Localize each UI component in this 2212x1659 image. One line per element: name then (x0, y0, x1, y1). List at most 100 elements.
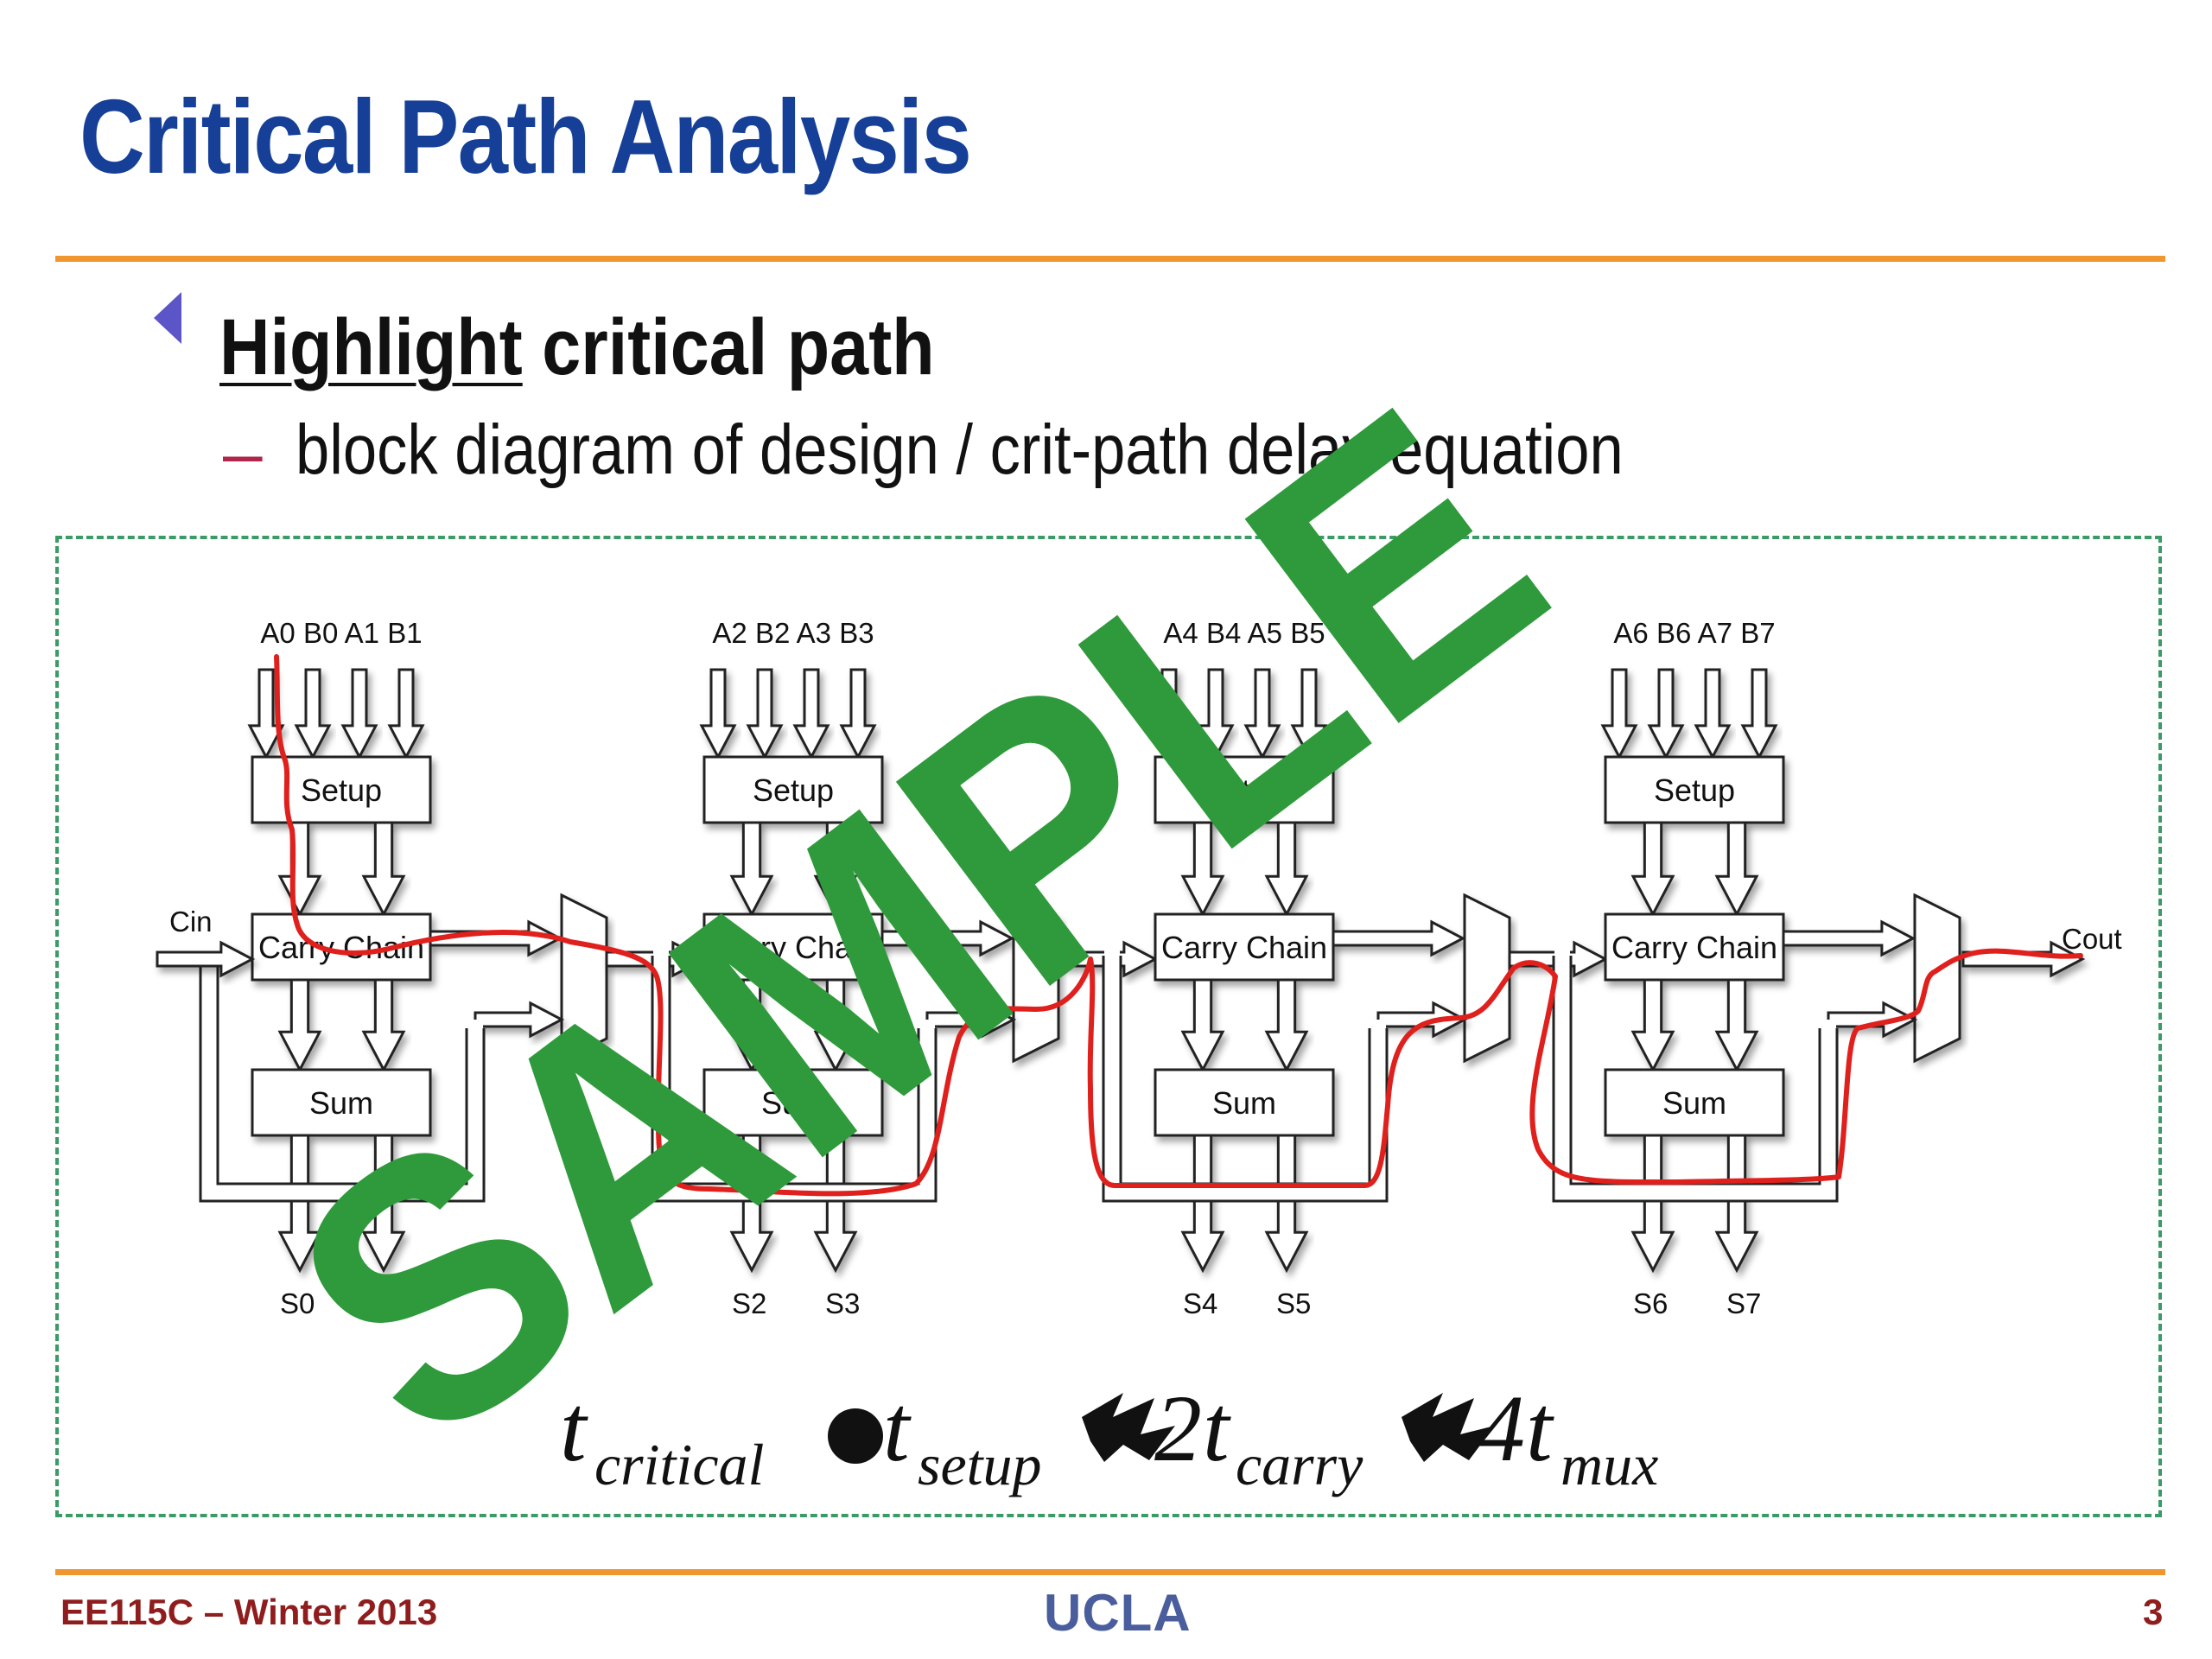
carry-sum-arrow (1264, 978, 1309, 1073)
cin-arrow (156, 940, 256, 978)
setup-box (1604, 755, 1785, 824)
eq-t-carry: t (1203, 1376, 1231, 1481)
sum-output-label: S4 (1183, 1287, 1217, 1319)
setup-carry-arrow (1630, 821, 1675, 918)
plus-glyph-icon (1082, 1393, 1175, 1462)
setup-box-label: Setup (1654, 772, 1735, 808)
sum-output-label: S7 (1726, 1287, 1761, 1319)
setup-box-label: Setup (1204, 772, 1285, 808)
carry-out-arrow (1332, 919, 1466, 957)
input-arrow (792, 668, 830, 760)
sum-output-arrow (813, 1134, 858, 1274)
input-arrow (340, 668, 378, 760)
sub-bullet-marker: – (223, 414, 263, 493)
eq-t-critical: t (560, 1376, 588, 1481)
plus-glyph-icon (1402, 1393, 1495, 1462)
carry-select-mux (1012, 893, 1060, 1064)
cin-label: Cin (169, 906, 213, 938)
input-arrow (387, 668, 425, 760)
carry-out-arrow (1782, 919, 1916, 957)
slide-title: Critical Path Analysis (79, 78, 972, 195)
sum-output-label: S5 (1276, 1287, 1311, 1319)
eq-coef-mux: 4 (1478, 1376, 1525, 1481)
setup-box-label: Setup (301, 772, 382, 808)
critical-path-line (274, 654, 2083, 1197)
carry-select-mux (560, 893, 608, 1064)
setup-box (251, 755, 432, 824)
bypass-wire-fill (1554, 947, 1836, 1200)
sum-output-label: S1 (373, 1287, 408, 1319)
page-number: 3 (2143, 1592, 2164, 1632)
sum-box-label: Sum (309, 1085, 373, 1121)
bullet-triangle-icon (154, 292, 181, 344)
equals-glyph-icon (828, 1408, 883, 1464)
sum-box (1604, 1068, 1785, 1137)
sum-output-arrow (361, 1134, 406, 1274)
sum-output-label: S6 (1633, 1287, 1668, 1319)
sum-output-arrow (729, 1134, 774, 1274)
carry-sum-arrow (1180, 978, 1225, 1073)
sum-box (702, 1068, 884, 1137)
mux-bypass-arrow (474, 1001, 565, 1039)
mux-bypass-arrow (1827, 1001, 1918, 1039)
input-arrow (1243, 668, 1281, 760)
figure-frame (55, 536, 2162, 1517)
carry-out-arrow (429, 919, 563, 957)
input-arrow (839, 668, 877, 760)
setup-carry-arrow (729, 821, 774, 918)
carry-select-mux (1913, 893, 1961, 1064)
setup-box-label: Setup (753, 772, 834, 808)
eq-coef-carry: 2 (1154, 1376, 1202, 1481)
setup-carry-arrow (1180, 821, 1225, 918)
sum-output-label: S2 (732, 1287, 766, 1319)
sum-output-label: S0 (280, 1287, 315, 1319)
input-arrow (247, 668, 285, 760)
sum-box (1154, 1068, 1335, 1137)
carry-chain-box-label: Carry Chain (1161, 930, 1327, 965)
cout-arrow (1961, 940, 2086, 978)
carry-sum-arrow (1630, 978, 1675, 1073)
footer-logo: UCLA (1044, 1584, 1192, 1642)
carry-chain-box (702, 912, 884, 982)
carry-sum-arrow (361, 978, 406, 1073)
setup-box (702, 755, 884, 824)
carry-chain-box (1604, 912, 1785, 982)
input-arrow (1150, 668, 1188, 760)
sub-bullet-text: block diagram of design / crit-path dela… (296, 410, 1624, 489)
bullet-underlined-word: Highlight (219, 303, 523, 391)
input-arrow (746, 668, 784, 760)
bullet-text: Highlight critical path (219, 302, 935, 393)
sum-output-arrow (1714, 1134, 1759, 1274)
setup-carry-arrow (277, 821, 322, 918)
mux-bypass-arrow (1376, 1001, 1468, 1039)
block-inputs-label: A4 B4 A5 B5 (1163, 617, 1325, 649)
carry-sum-arrow (813, 978, 858, 1073)
setup-carry-arrow (1264, 821, 1309, 918)
setup-carry-arrow (361, 821, 406, 918)
bypass-wire-fill (1104, 947, 1386, 1200)
carry-sum-arrow (729, 978, 774, 1073)
carry-chain-box (1154, 912, 1335, 982)
setup-box (1154, 755, 1335, 824)
block-inputs-label: A6 B6 A7 B7 (1613, 617, 1775, 649)
eq-t-setup: t (883, 1376, 912, 1481)
sum-box-label: Sum (761, 1085, 825, 1121)
cout-label: Cout (2062, 923, 2122, 955)
footer-course: EE115C – Winter 2013 (60, 1592, 438, 1632)
bypass-wire-outline (651, 956, 938, 1203)
bypass-wire-fill (201, 947, 483, 1200)
eq-subscript-carry: carry (1236, 1432, 1363, 1497)
input-arrow (1694, 668, 1732, 760)
sum-box (251, 1068, 432, 1137)
eq-subscript-mux: mux (1560, 1432, 1658, 1497)
eq-subscript-critical: critical (594, 1432, 764, 1497)
carry-out-arrow (880, 919, 1015, 957)
block-inputs-label: A0 B0 A1 B1 (260, 617, 422, 649)
sum-output-arrow (1264, 1134, 1309, 1274)
carry-sum-arrow (1714, 978, 1759, 1073)
carry-chain-box-label: Carry Chain (710, 930, 876, 965)
